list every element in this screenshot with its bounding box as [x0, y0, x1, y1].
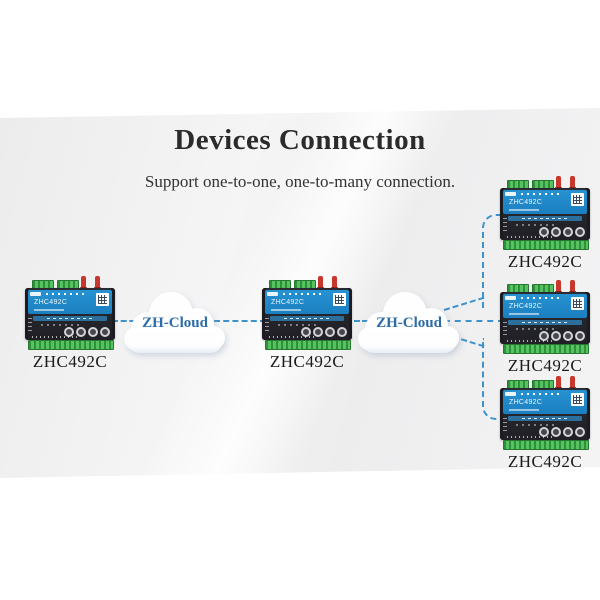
- led-dots-icon: [521, 297, 561, 299]
- device-right-middle: ZHC492C ZHC492C: [500, 280, 590, 375]
- spec-strip: [33, 316, 107, 321]
- panel-subtext-bar: [509, 313, 539, 315]
- led-dots-icon: [46, 293, 86, 295]
- panel-subtext-bar: [509, 209, 539, 211]
- led-label-column: [265, 318, 269, 334]
- device-model-text: ZHC492C: [271, 299, 305, 306]
- qr-code-icon: [96, 293, 109, 306]
- spec-strip: [508, 320, 582, 325]
- page-title: Devices Connection: [174, 124, 426, 156]
- device-front-panel: ZHC492C: [265, 290, 349, 314]
- device-label: ZHC492C: [507, 356, 583, 375]
- led-dots-icon: [521, 393, 561, 395]
- terminal-block-bottom-icon: [28, 340, 114, 350]
- cloud-icon: [124, 292, 225, 353]
- port-circles: [64, 327, 110, 337]
- led-dots-icon: [521, 193, 561, 195]
- led-dots-icon: [283, 293, 323, 295]
- device-model-text: ZHC492C: [34, 299, 68, 306]
- device-model-text: ZHC492C: [509, 303, 543, 310]
- link-to-right-top-device: [482, 214, 508, 308]
- link-middle-device-to-cloud2: [346, 320, 376, 322]
- qr-code-icon: [333, 293, 346, 306]
- led-indicator-row: [278, 324, 316, 326]
- link-to-right-bottom-device: [482, 338, 508, 420]
- link-cloud2-to-right-middle: [444, 320, 504, 322]
- qr-code-icon: [571, 393, 584, 406]
- led-label-column: [503, 218, 507, 234]
- spec-strip: [508, 416, 582, 421]
- port-circles: [539, 331, 585, 341]
- qr-code-icon: [571, 297, 584, 310]
- led-indicator-row: [516, 224, 554, 226]
- device-front-panel: ZHC492C: [503, 390, 587, 414]
- device-label: ZHC492C: [507, 452, 583, 471]
- device-body: ZHC492C: [500, 388, 590, 440]
- brand-logo-icon: [505, 296, 516, 300]
- zh-cloud-2: ZH-Cloud: [352, 283, 466, 361]
- cloud-icon: [358, 292, 459, 353]
- brand-logo-icon: [267, 292, 278, 296]
- zh-cloud-1: ZH-Cloud: [118, 283, 232, 361]
- cloud-label: ZH-Cloud: [142, 315, 208, 331]
- device-left: ZHC492C ZHC492C: [25, 276, 115, 371]
- led-label-column: [503, 322, 507, 338]
- device-body: ZHC492C: [25, 288, 115, 340]
- device-body: ZHC492C: [262, 288, 352, 340]
- terminal-block-bottom-icon: [265, 340, 351, 350]
- device-label: ZHC492C: [269, 352, 345, 371]
- led-label-column: [503, 418, 507, 434]
- device-label: ZHC492C: [507, 252, 583, 271]
- qr-code-icon: [571, 193, 584, 206]
- port-circles: [539, 427, 585, 437]
- panel-subtext-bar: [509, 409, 539, 411]
- link-left-device-to-cloud1: [112, 320, 144, 322]
- device-front-panel: ZHC492C: [503, 190, 587, 214]
- device-label: ZHC492C: [32, 352, 108, 371]
- device-model-text: ZHC492C: [509, 399, 543, 406]
- led-label-column: [28, 318, 32, 334]
- led-indicator-row: [516, 424, 554, 426]
- spec-strip: [508, 216, 582, 221]
- port-circles: [539, 227, 585, 237]
- page-subtitle: Support one-to-one, one-to-many connecti…: [144, 172, 456, 191]
- device-right-bottom: ZHC492C ZHC492C: [500, 376, 590, 471]
- device-body: ZHC492C: [500, 188, 590, 240]
- port-circles: [301, 327, 347, 337]
- panel-subtext-bar: [34, 309, 64, 311]
- device-right-top: ZHC492C ZHC492C: [500, 176, 590, 271]
- panel-subtext-bar: [271, 309, 301, 311]
- terminal-block-bottom-icon: [503, 344, 589, 354]
- device-model-text: ZHC492C: [509, 199, 543, 206]
- device-body: ZHC492C: [500, 292, 590, 344]
- device-front-panel: ZHC492C: [503, 294, 587, 318]
- cloud-label: ZH-Cloud: [376, 315, 442, 331]
- terminal-block-bottom-icon: [503, 440, 589, 450]
- device-front-panel: ZHC492C: [28, 290, 112, 314]
- led-indicator-row: [41, 324, 79, 326]
- spec-strip: [270, 316, 344, 321]
- brand-logo-icon: [505, 392, 516, 396]
- link-cloud1-to-middle-device: [214, 320, 266, 322]
- device-middle: ZHC492C ZHC492C: [262, 276, 352, 371]
- led-indicator-row: [516, 328, 554, 330]
- brand-logo-icon: [30, 292, 41, 296]
- brand-logo-icon: [505, 192, 516, 196]
- terminal-block-bottom-icon: [503, 240, 589, 250]
